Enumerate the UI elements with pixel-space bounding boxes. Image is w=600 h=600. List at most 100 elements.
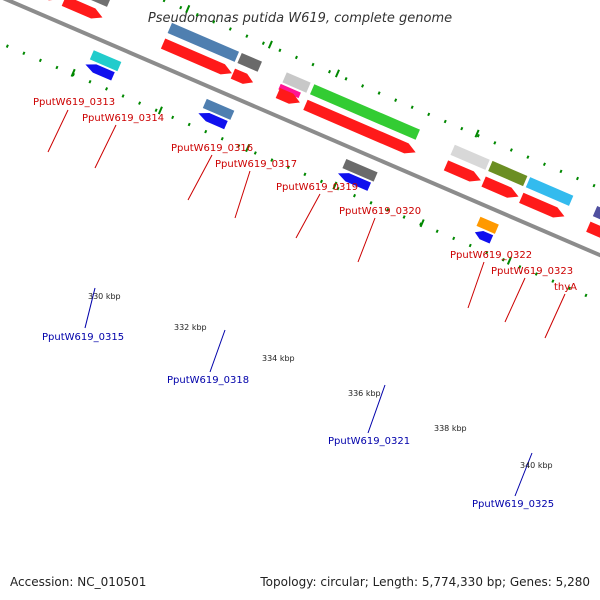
leader-line	[367, 384, 386, 434]
tick-mark	[402, 215, 406, 219]
gene-feature	[309, 84, 420, 140]
tick-mark	[286, 165, 290, 169]
backbone-line	[0, 0, 600, 276]
major-tick	[70, 68, 76, 77]
label-pputw619-0313: PputW619_0313	[33, 97, 115, 108]
cds-arrow	[586, 221, 600, 244]
tick-mark	[121, 94, 125, 98]
label-pputw619-0316: PputW619_0316	[171, 143, 253, 154]
tick-mark	[253, 151, 257, 155]
tick-mark	[361, 84, 365, 88]
leader-line	[187, 154, 213, 201]
cds-arrow	[160, 38, 232, 75]
gene-feature	[476, 216, 499, 234]
scale-label: 332 kbp	[174, 323, 207, 332]
cds-forward	[21, 0, 600, 244]
tick-mark	[245, 34, 249, 38]
gene-feature	[282, 72, 311, 93]
tick-mark	[278, 48, 282, 53]
major-tick	[267, 40, 273, 49]
tick-mark	[328, 69, 332, 74]
scale-label: 336 kbp	[348, 389, 381, 398]
tick-mark	[369, 201, 373, 205]
gene-feature	[488, 160, 528, 187]
tick-mark	[237, 144, 241, 148]
tick-mark	[518, 265, 522, 269]
label-pputw619-0320: PputW619_0320	[339, 206, 421, 217]
leader-line	[504, 277, 526, 323]
tick-mark	[55, 65, 59, 70]
tick-mark	[352, 193, 357, 198]
tick-mark	[452, 236, 456, 241]
tick-mark	[261, 41, 265, 45]
leader-line	[94, 124, 117, 169]
leader-line	[357, 217, 376, 263]
tick-mark	[575, 176, 580, 181]
tick-mark	[501, 257, 505, 262]
tick-mark	[410, 105, 414, 110]
genome-summary-text: Topology: circular; Length: 5,774,330 bp…	[259, 575, 590, 589]
tick-mark	[592, 183, 596, 188]
label-pputw619-0325: PputW619_0325	[472, 499, 554, 510]
gene-feature	[278, 83, 301, 99]
tick-mark	[270, 158, 274, 162]
outer-ticks	[162, 0, 596, 188]
tick-mark	[534, 272, 538, 276]
gene-labels-top: PputW619_0313 PputW619_0314 PputW619_031…	[33, 97, 577, 293]
tick-mark	[319, 179, 323, 184]
tick-mark	[220, 136, 224, 141]
leader-line	[295, 193, 321, 239]
tick-mark	[386, 208, 390, 212]
tick-mark	[485, 250, 489, 255]
gene-feature	[237, 52, 262, 72]
label-pputw619-0315: PputW619_0315	[42, 332, 124, 343]
label-pputw619-0318: PputW619_0318	[167, 375, 249, 386]
tick-mark	[162, 0, 166, 3]
map-title: Pseudomonas putida W619, complete genome	[148, 11, 452, 26]
cds-arrow	[443, 160, 481, 182]
cds-arrow	[338, 173, 372, 191]
tick-mark	[179, 5, 183, 10]
major-tick	[419, 219, 425, 228]
label-pputw619-0317: PputW619_0317	[215, 159, 297, 170]
tick-mark	[551, 279, 555, 283]
gene-feature	[89, 50, 122, 72]
scale-labels: 330 kbp 332 kbp 334 kbp 336 kbp 338 kbp …	[88, 292, 553, 470]
gene-feature	[167, 22, 240, 62]
scale-label: 334 kbp	[262, 354, 295, 363]
leader-line	[514, 452, 533, 497]
tick-mark	[88, 79, 92, 84]
tick-mark	[344, 77, 348, 81]
gene-feature	[68, 0, 112, 7]
tick-mark	[476, 133, 480, 138]
accession-text: Accession: NC_010501	[10, 575, 146, 589]
tick-mark	[427, 112, 431, 117]
cds-arrow	[198, 113, 228, 130]
cds-arrow	[519, 192, 565, 218]
tick-mark	[311, 62, 315, 67]
major-tick	[506, 256, 512, 265]
scale-label: 338 kbp	[434, 424, 467, 433]
label-pputw619-0322: PputW619_0322	[450, 250, 532, 261]
tick-mark	[377, 91, 381, 95]
leader-line	[544, 293, 566, 339]
tick-mark	[542, 162, 546, 167]
cds-arrow	[230, 68, 254, 84]
genome-track	[0, 0, 600, 298]
label-leaders	[47, 109, 566, 497]
label-pputw619-0319: PputW619_0319	[276, 182, 358, 193]
cds-arrow	[275, 87, 300, 104]
tick-mark	[5, 44, 9, 48]
tick-mark	[493, 141, 497, 145]
label-pputw619-0314: PputW619_0314	[82, 113, 164, 124]
tick-mark	[559, 169, 563, 174]
inner-ticks	[5, 44, 588, 298]
cds-arrow	[474, 230, 494, 244]
tick-mark	[336, 186, 340, 191]
tick-mark	[154, 108, 158, 113]
tick-mark	[468, 243, 472, 248]
gene-feature	[342, 158, 378, 182]
cds-arrow	[61, 0, 103, 19]
tick-mark	[22, 51, 26, 56]
